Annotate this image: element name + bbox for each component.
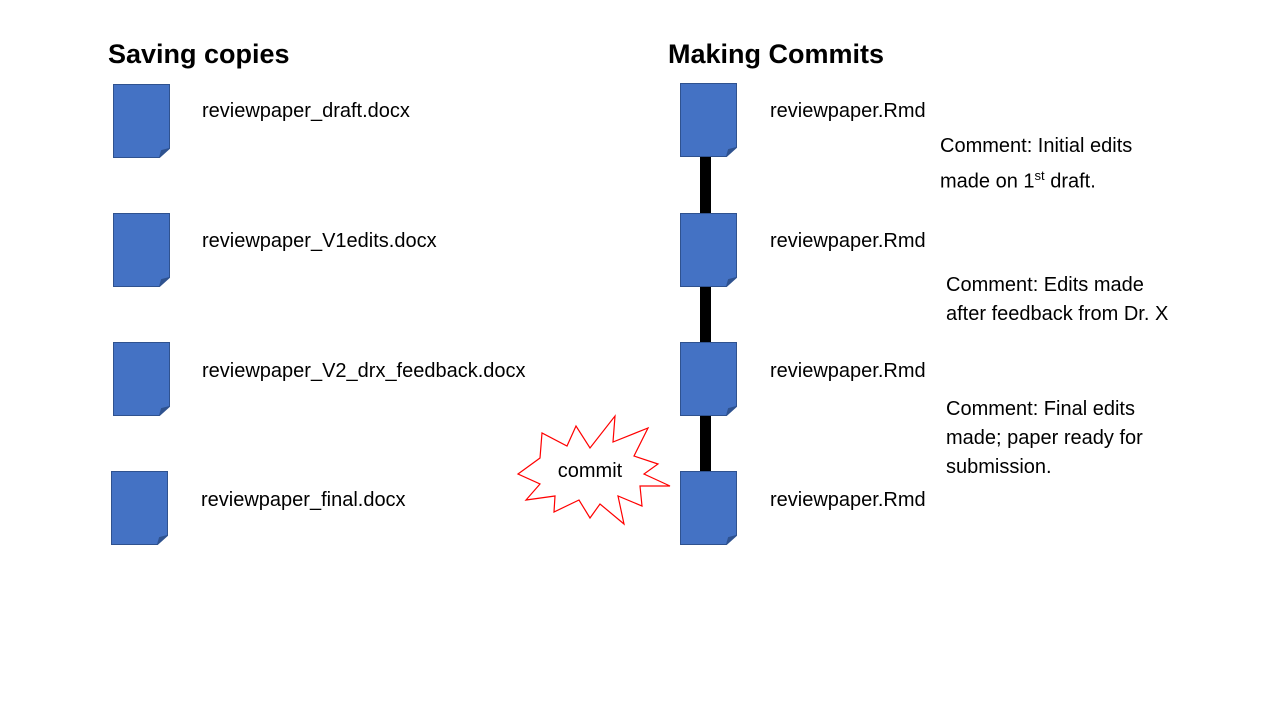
commit-comment: Comment: Initial edits made on 1st draft… — [940, 132, 1132, 197]
saved-copy-label: reviewpaper_draft.docx — [202, 100, 410, 122]
commit-comment-text: made on 1 — [940, 170, 1035, 193]
ordinal-suffix: st — [1034, 168, 1045, 183]
commit-comment: Comment: Edits made after feedback from … — [946, 271, 1168, 329]
commit-connector — [700, 415, 711, 472]
commit-comment-line: made; paper ready for — [946, 427, 1143, 449]
document-icon — [111, 471, 168, 545]
commit-comment-line: Comment: Edits made — [946, 274, 1144, 296]
document-icon — [113, 213, 170, 287]
saved-copy-label: reviewpaper_final.docx — [201, 489, 406, 511]
commit-comment: Comment: Final edits made; paper ready f… — [946, 395, 1143, 482]
commit-comment-text: draft. — [1044, 170, 1096, 193]
commit-file-label: reviewpaper.Rmd — [770, 230, 926, 252]
commit-file-label: reviewpaper.Rmd — [770, 489, 926, 511]
document-icon — [680, 213, 737, 287]
commit-comment-line: after feedback from Dr. X — [946, 303, 1169, 325]
document-icon — [680, 342, 737, 416]
document-icon — [113, 84, 170, 158]
commit-comment-line: submission. — [946, 456, 1052, 478]
commit-connector — [700, 156, 711, 214]
saving-copies-heading: Saving copies — [108, 39, 290, 69]
commit-comment-line: Comment: Initial edits — [940, 135, 1133, 157]
document-icon — [680, 83, 737, 157]
commit-comment-line: Comment: Final edits — [946, 398, 1135, 420]
commit-file-label: reviewpaper.Rmd — [770, 360, 926, 382]
commit-comment-line: made on 1st draft. — [940, 161, 1132, 197]
making-commits-heading: Making Commits — [668, 39, 885, 69]
commit-connector — [700, 286, 711, 343]
saved-copy-label: reviewpaper_V2_drx_feedback.docx — [202, 360, 526, 382]
saved-copy-label: reviewpaper_V1edits.docx — [202, 230, 437, 252]
commit-starburst: commit — [516, 414, 672, 526]
commit-file-label: reviewpaper.Rmd — [770, 100, 926, 122]
document-icon — [680, 471, 737, 545]
commit-label: commit — [557, 460, 623, 482]
starburst-icon — [516, 414, 671, 526]
document-icon — [113, 342, 170, 416]
